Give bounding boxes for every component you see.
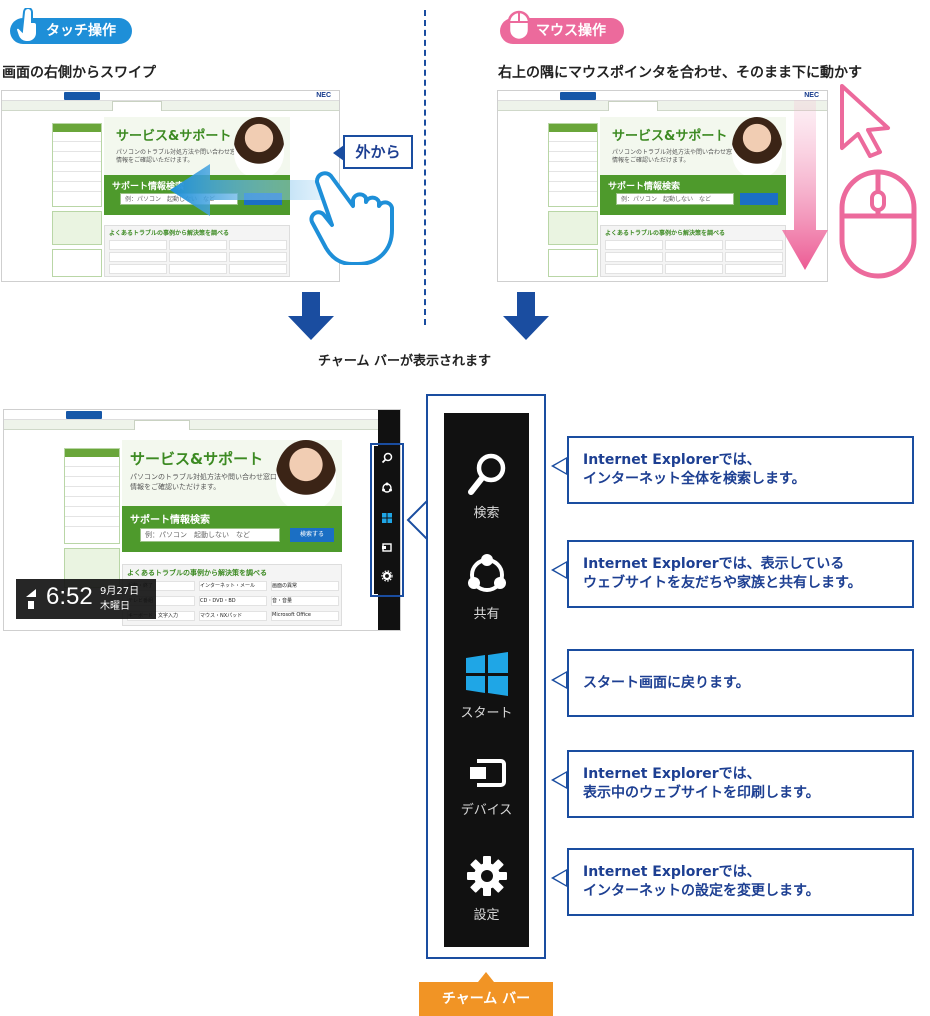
devices-icon	[469, 759, 506, 787]
clock-time: 6:52	[46, 583, 93, 610]
mini-charm-highlight	[370, 443, 404, 597]
network-battery-icon	[26, 589, 36, 609]
mouse-device-icon	[839, 169, 917, 279]
mouse-instruction: 右上の隅にマウスポインタを合わせ、そのまま下に動かす	[498, 65, 862, 81]
touch-instruction: 画面の右側からスワイプ	[2, 65, 156, 81]
mouse-operation-badge: マウス操作	[500, 10, 624, 44]
gear-icon	[466, 856, 507, 896]
callout-start: スタート画面に戻ります。	[567, 649, 914, 717]
woman-photo	[234, 117, 284, 177]
windows-icon	[465, 652, 508, 696]
mini-search-icon	[374, 452, 400, 466]
swipe-left-arrow	[170, 164, 340, 216]
charm-connector-pointer	[406, 500, 428, 540]
charm-settings[interactable]: 設定	[444, 854, 529, 923]
charm-share[interactable]: 共有	[444, 553, 529, 622]
mini-windows-icon	[374, 512, 400, 526]
callout-search: Internet Explorerでは、インターネット全体を検索します。	[567, 436, 914, 504]
mini-share-icon	[374, 482, 400, 496]
charm-settings-label: 設定	[473, 908, 500, 923]
website-screenshot-mouse: NEC サービス&サポート パソコンのトラブル対処方法や問い合わせ窓口の 情報を…	[497, 90, 828, 282]
clock-overlay: 6:52 9月27日 木曜日	[16, 579, 156, 619]
search-icon	[467, 453, 505, 495]
charm-start[interactable]: スタート	[444, 652, 529, 721]
mini-devices-icon	[374, 542, 400, 556]
mouse-icon	[507, 10, 531, 42]
clock-date: 9月27日 木曜日	[100, 586, 140, 612]
down-arrow-left	[288, 292, 334, 340]
mouse-operation-label: マウス操作	[536, 23, 606, 39]
touch-hand-icon-large	[309, 171, 394, 265]
touch-operation-badge: タッチ操作	[10, 8, 132, 44]
share-icon	[467, 554, 506, 592]
down-arrow-right	[503, 292, 549, 340]
charm-search[interactable]: 検索	[444, 452, 529, 521]
section-divider	[424, 10, 426, 325]
charm-search-label: 検索	[473, 506, 500, 521]
charm-start-label: スタート	[460, 706, 513, 721]
callout-settings: Internet Explorerでは、インターネットの設定を変更します。	[567, 848, 914, 916]
mouse-pointer-icon	[840, 84, 890, 158]
callout-devices: Internet Explorerでは、表示中のウェブサイトを印刷します。	[567, 750, 914, 818]
charm-bar-label: チャーム バー	[419, 972, 553, 1016]
mini-gear-icon	[374, 570, 400, 584]
callout-share: Internet Explorerでは、表示しているウェブサイトを友だちや家族と…	[567, 540, 914, 608]
charm-share-label: 共有	[473, 607, 500, 622]
touch-hand-icon	[15, 8, 38, 43]
charm-bar-appears-text: チャーム バーが表示されます	[318, 354, 492, 369]
website-screenshot-with-charms: サービス&サポート パソコンのトラブル対処方法や問い合わせ窓口の 情報をご確認い…	[3, 409, 401, 631]
touch-operation-label: タッチ操作	[46, 23, 116, 39]
swipe-from-outside-badge: 外から	[333, 135, 413, 169]
move-down-arrow	[782, 100, 828, 270]
charm-devices[interactable]: デバイス	[444, 757, 529, 818]
charm-devices-label: デバイス	[460, 803, 513, 818]
mini-charm-bar	[374, 446, 400, 594]
